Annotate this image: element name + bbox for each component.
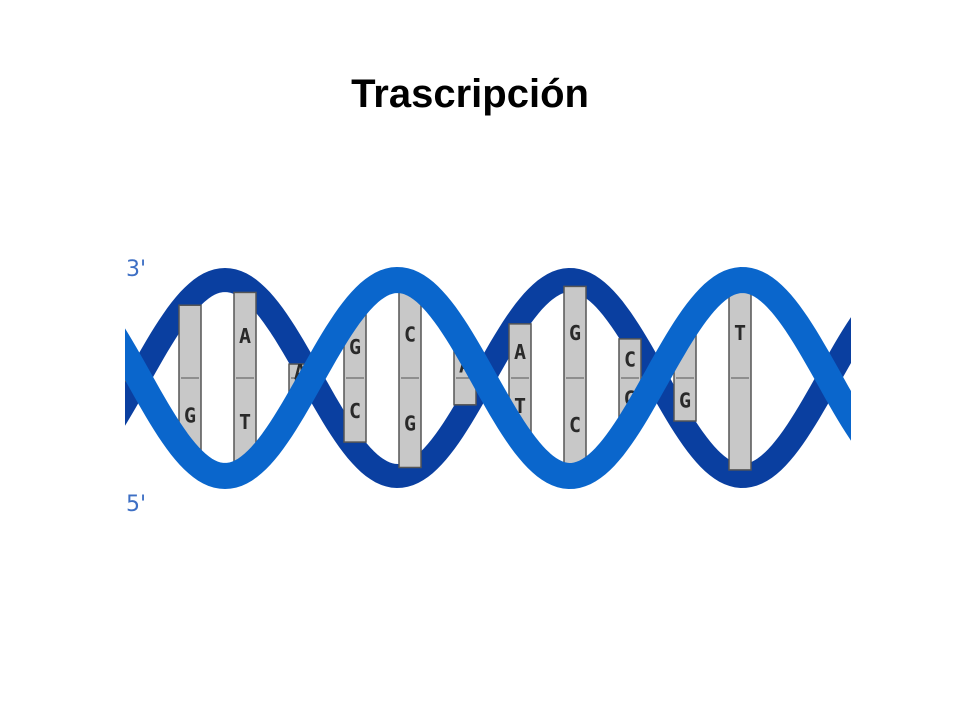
base-letter-upper: C: [404, 322, 416, 346]
base-letter-lower: G: [679, 389, 691, 413]
front-strand: [94, 266, 880, 490]
base-pair: CG: [398, 287, 422, 469]
base-letter-lower: T: [239, 410, 251, 434]
base-letter-upper: T: [734, 321, 746, 345]
base-pair: AT: [508, 323, 532, 433]
front-strand-ribbon: [94, 266, 880, 490]
base-letter-lower: C: [569, 413, 581, 437]
base-letter-lower: C: [349, 399, 361, 423]
base-letter-lower: G: [184, 403, 196, 427]
base-letter-upper: G: [569, 321, 581, 345]
base-pair: T: [728, 285, 752, 471]
slide-title: Trascripción: [351, 72, 589, 116]
base-letter-lower: G: [404, 412, 416, 436]
base-letter-upper: C: [624, 347, 636, 371]
base-letter-upper: G: [349, 335, 361, 359]
base-pair: GC: [563, 285, 587, 471]
strand-label-3prime: 3': [126, 257, 147, 282]
strand-label-5prime: 5': [126, 492, 147, 517]
base-pair: GC: [343, 313, 367, 443]
base-letter-upper: A: [514, 340, 526, 364]
base-pair: AT: [233, 291, 257, 465]
base-letter-upper: A: [239, 324, 251, 348]
